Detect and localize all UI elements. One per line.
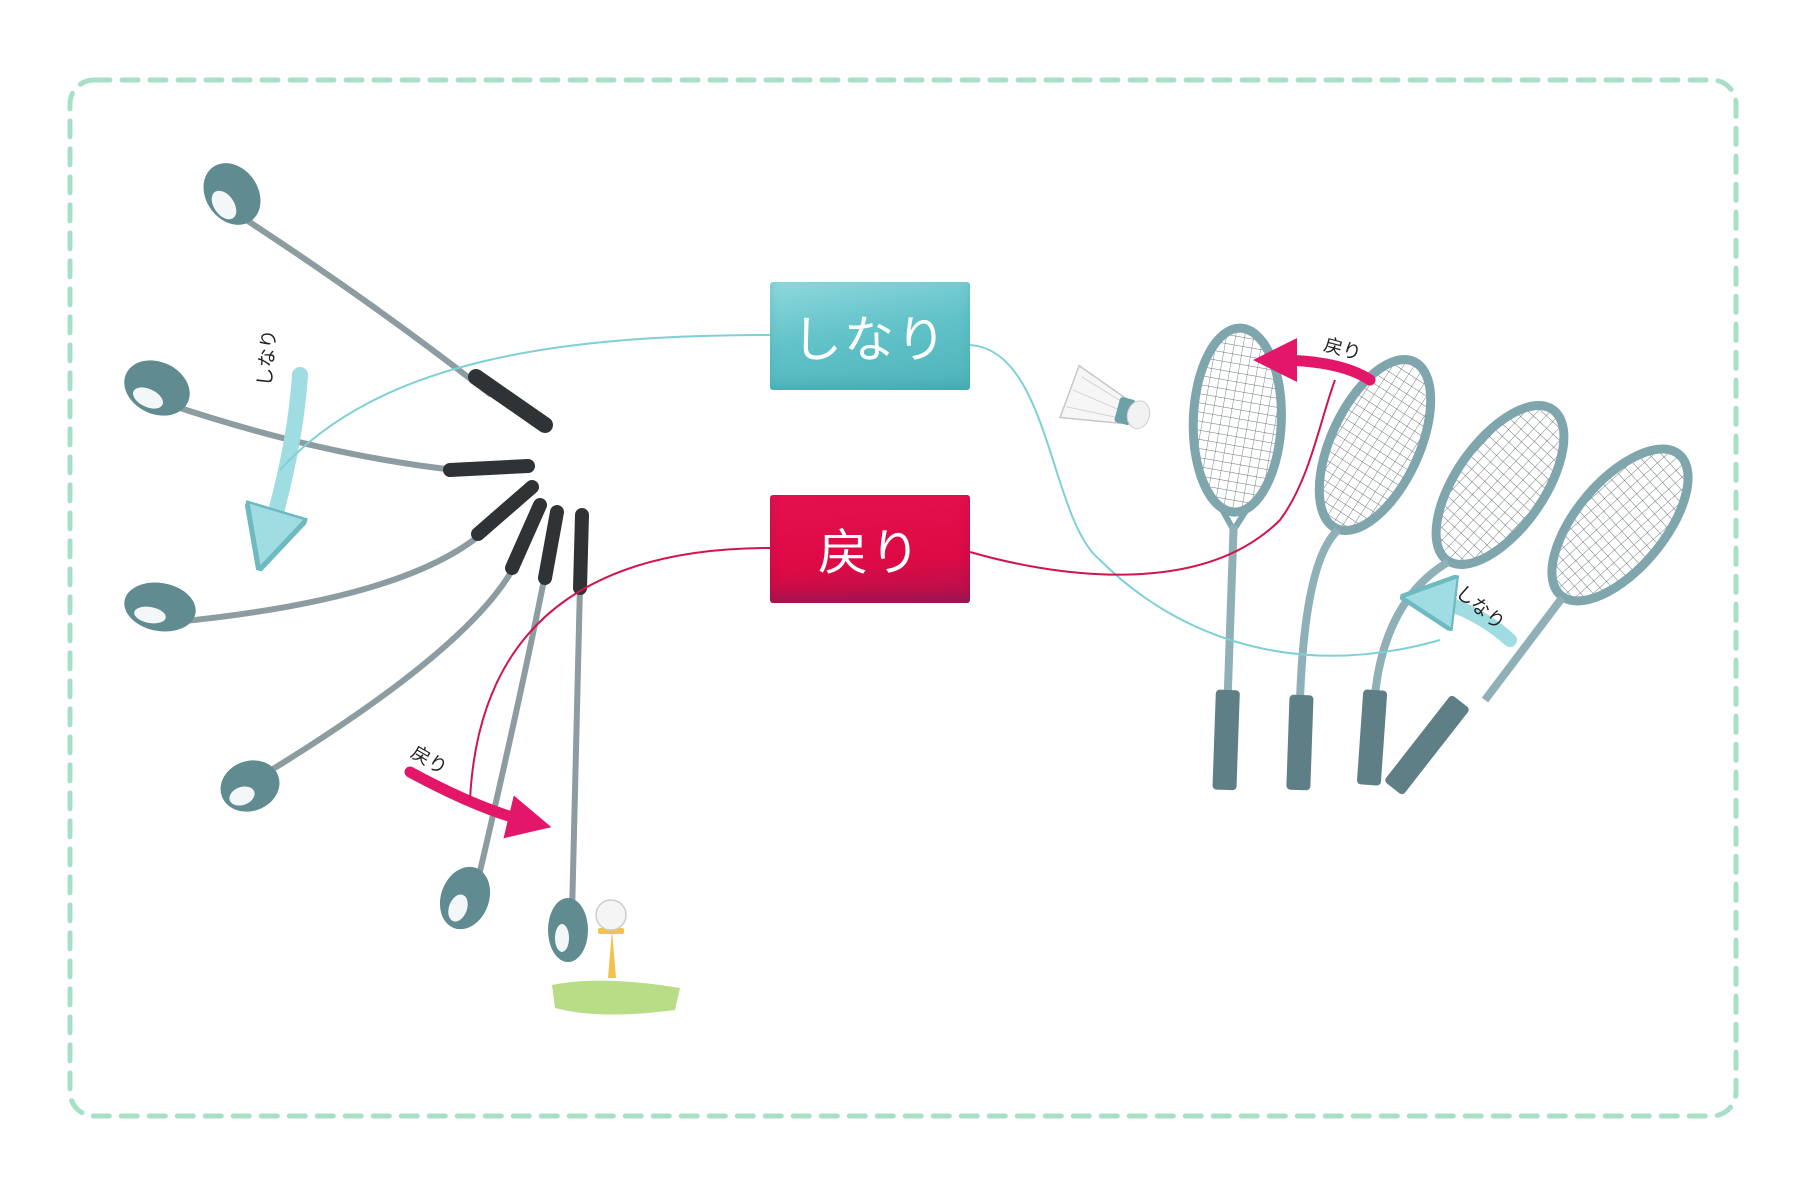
golf-shinari-arrow — [268, 367, 308, 540]
modori-line-right — [969, 379, 1336, 576]
racket-2 — [1286, 355, 1436, 791]
golf-club-6 — [548, 508, 589, 962]
shuttlecock — [1059, 364, 1151, 430]
golf-ball-on-tee — [552, 899, 680, 1015]
racket-1 — [1188, 323, 1286, 791]
golf-club-4 — [220, 498, 547, 812]
racket-shinari-arrow — [1428, 600, 1517, 647]
golf-club-3 — [124, 480, 539, 632]
shinari-line-left — [279, 334, 771, 471]
shinari-line-right — [969, 344, 1441, 657]
modori-label-box: 戻り — [770, 495, 970, 603]
modori-line-left — [469, 547, 771, 801]
shinari-label-box: しなり — [770, 282, 970, 390]
golf-club-2 — [124, 360, 535, 477]
golf-modori-arrow — [404, 766, 552, 839]
shinari-label: しなり — [792, 311, 948, 369]
racket-modori-arrow — [1253, 338, 1376, 386]
racket-4 — [1385, 444, 1693, 795]
golf-club-5 — [439, 505, 564, 930]
modori-label: 戻り — [818, 524, 922, 582]
racket-3 — [1357, 401, 1569, 786]
golf-shinari-annotation: しなり — [253, 328, 281, 388]
dashed-frame — [67, 77, 1739, 1119]
golf-club-1 — [203, 163, 553, 433]
